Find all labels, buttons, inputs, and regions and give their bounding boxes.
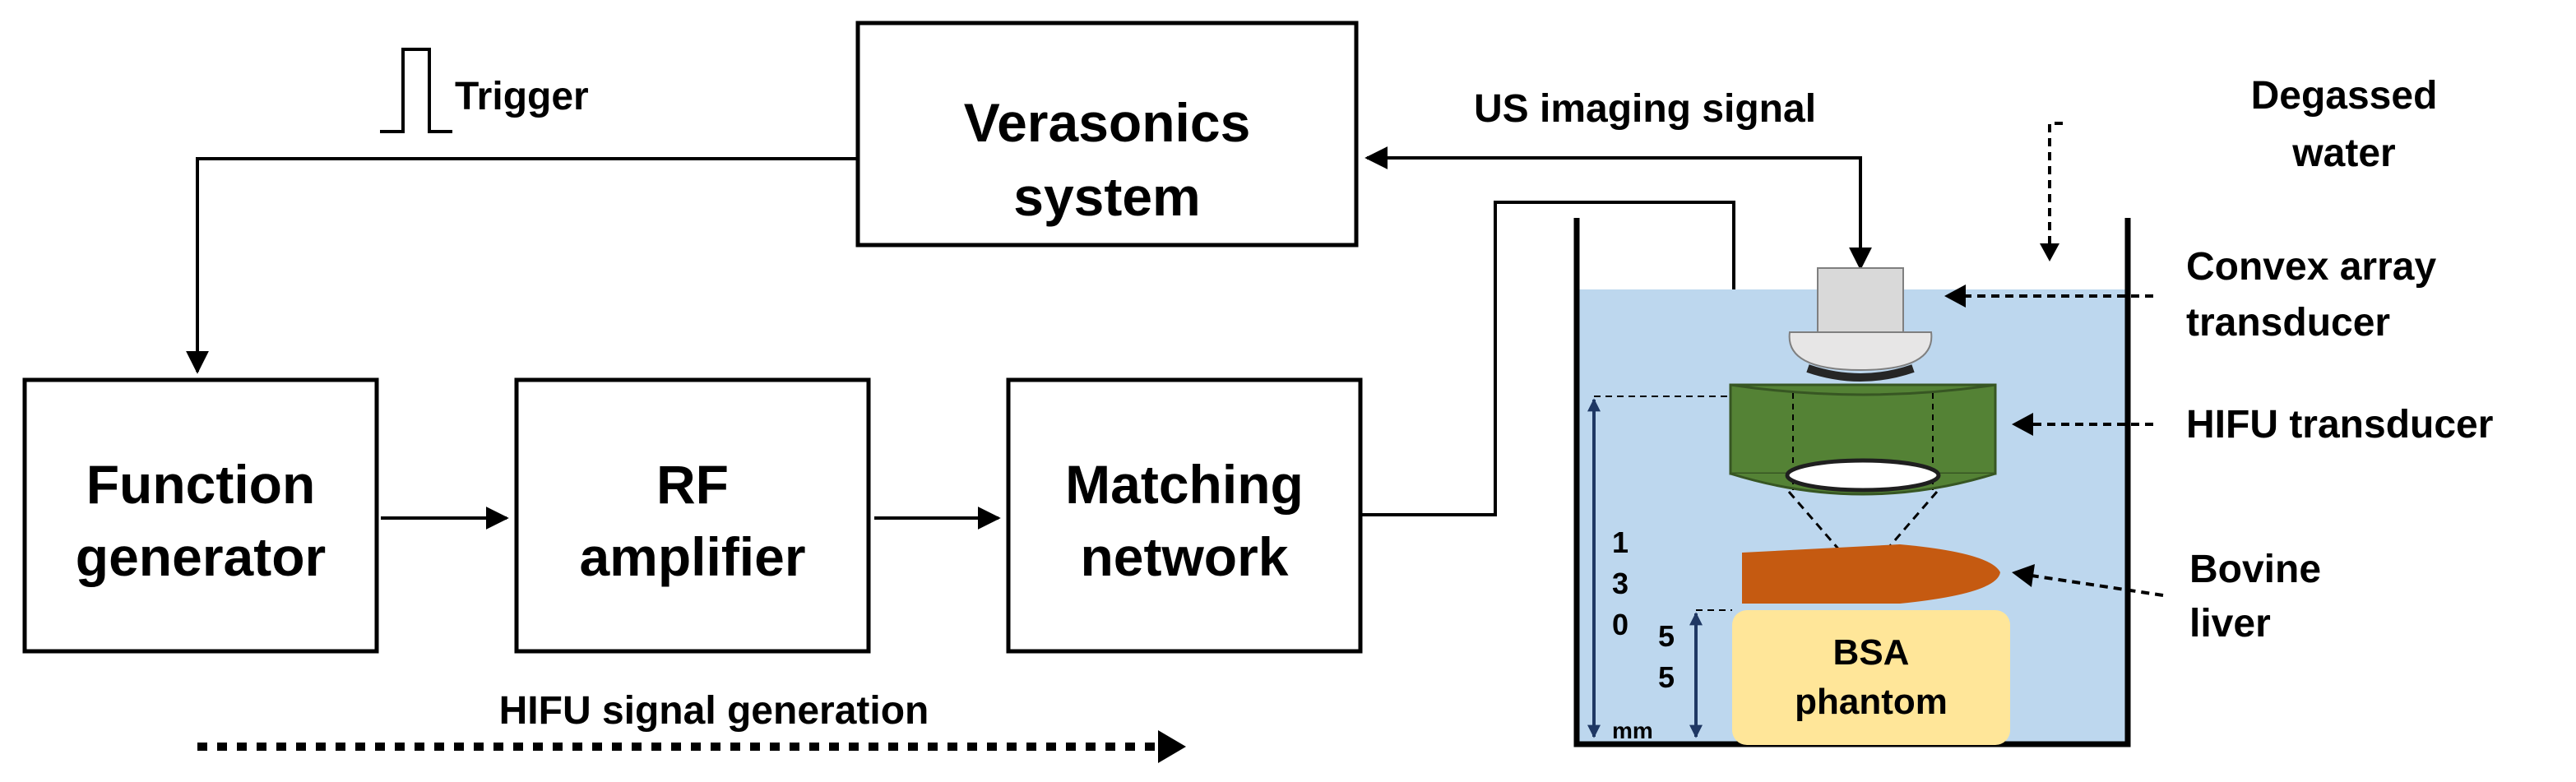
convex-array-transducer (1788, 267, 1933, 382)
matching-network-block: Matching network (1006, 377, 1363, 654)
depth-55-digit-1: 5 (1658, 619, 1675, 653)
dimension-unit-label: mm (1612, 718, 1653, 743)
amplifier-connections (381, 201, 1745, 530)
trigger-connection (186, 48, 858, 374)
bovine-liver-sample (1742, 544, 2000, 604)
rf-amplifier-label-line2: amplifier (579, 526, 805, 587)
trigger-pulse-icon (380, 48, 452, 133)
verasonics-label-line1: Verasonics (964, 92, 1251, 153)
depth-130-digit-3: 0 (1612, 608, 1629, 641)
verasonics-label-line2: system (1013, 166, 1201, 227)
depth-130-dimension (1587, 396, 1730, 738)
rf-amplifier-label-line1: RF (656, 454, 729, 515)
degassed-water-arrowhead (2040, 243, 2059, 261)
hifu-signal-generation-label: HIFU signal generation (499, 689, 929, 733)
us-imaging-signal-label: US imaging signal (1474, 87, 1816, 131)
trigger-label: Trigger (455, 75, 589, 118)
hifu-focus-cone (1787, 491, 1939, 578)
degassed-water-label-line1: Degassed (2251, 74, 2438, 118)
function-generator-label-line2: generator (76, 526, 326, 587)
hifu-transducer-label: HIFU transducer (2186, 403, 2493, 447)
function-generator-label-line1: Function (86, 454, 316, 515)
depth-55-dimension (1689, 609, 1732, 738)
bsa-phantom: BSA phantom (1732, 610, 2010, 745)
depth-55-digit-2: 5 (1658, 660, 1675, 694)
hifu-transducer (1729, 383, 1997, 496)
matching-network-label-line1: Matching (1065, 454, 1304, 515)
us-imaging-connection (1364, 146, 1872, 271)
depth-130-digit-1: 1 (1612, 525, 1629, 559)
depth-130-digit-2: 3 (1612, 567, 1629, 600)
hifu-transducer-arrowhead (2012, 413, 2033, 436)
bovine-liver-pointer (2031, 574, 2164, 597)
convex-array-label-line1: Convex array (2186, 245, 2436, 289)
convex-array-arrowhead (1944, 285, 1966, 308)
bovine-liver-label-line1: Bovine (2189, 548, 2321, 591)
phantom-label-line1: BSA (1833, 632, 1910, 673)
rf-amplifier-block: RF amplifier (514, 377, 871, 654)
matching-network-label-line2: network (1080, 526, 1288, 587)
verasonics-system-block: Verasonics system (855, 21, 1359, 248)
degassed-water-label-line2: water (2291, 132, 2395, 175)
degassed-water-pointer (2048, 122, 2063, 245)
phantom-label-line2: phantom (1795, 682, 1948, 722)
function-generator-block: Function generator (22, 377, 379, 654)
bovine-liver-arrowhead (2012, 564, 2035, 587)
hifu-signal-generation-arrow (197, 730, 1186, 763)
bovine-liver-label-line2: liver (2189, 602, 2271, 645)
convex-array-label-line2: transducer (2186, 301, 2390, 345)
